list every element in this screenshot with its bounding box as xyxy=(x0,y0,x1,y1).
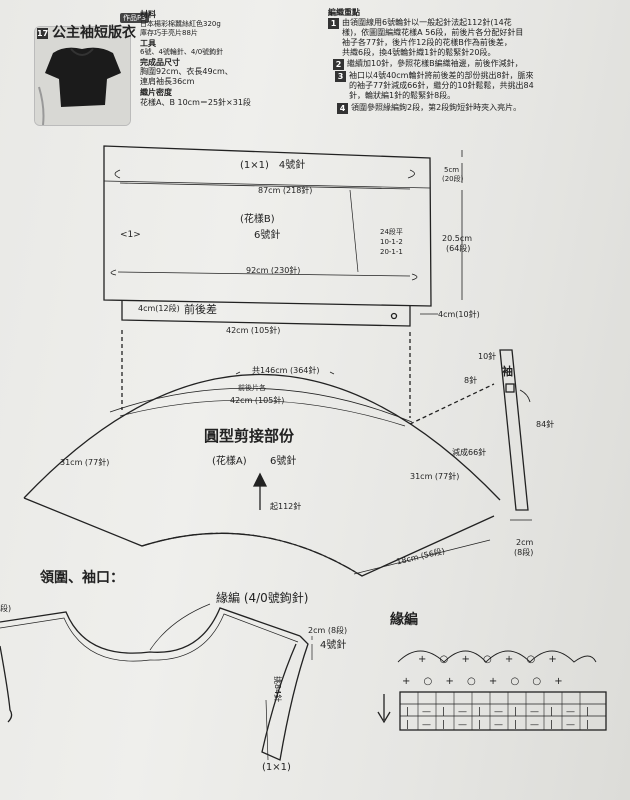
step-1-line: 共織6段，換4號輪針織1針的鬆緊針20段。 xyxy=(342,48,496,57)
svg-text:|: | xyxy=(550,707,553,717)
materials-line1: 日本楊彩棉蠶絲紅色320g xyxy=(140,20,221,28)
step-1-line: 袖子各77針，後片作12段的花樣B作為前後差， xyxy=(342,38,512,47)
yoke-title: 圓型剪接部份 xyxy=(204,427,295,445)
step-3-line: 袖口以4號40cm輪針將前後差的部份挑出8針，脈來 xyxy=(349,71,534,80)
tools-heading: 工具 xyxy=(140,39,156,48)
svg-text:—: — xyxy=(494,707,503,717)
width-bottom-label: 92cm (230針) xyxy=(246,266,301,275)
side-mark: <1> xyxy=(120,230,141,240)
rows-note: 24段平 xyxy=(380,228,403,236)
gauge-heading: 織片密度 xyxy=(140,88,172,97)
size-line2: 連肩袖長36cm xyxy=(140,77,195,86)
svg-text:|: | xyxy=(586,707,589,717)
svg-text:—: — xyxy=(494,720,503,730)
fb-width-label: 42cm (105針) xyxy=(226,326,281,335)
step-1-line: 由領圍線用6號輪針以一般起針法起112針(14花 xyxy=(342,18,512,27)
svg-text:|: | xyxy=(478,720,481,730)
sleeve-mid-label: 8針 xyxy=(464,376,478,385)
step-2-line: 繼續加10針，參照花樣B編織袖邊，前後作減針， xyxy=(347,59,523,68)
step-3-line: 針，輪狀編1針的鬆緊針8段。 xyxy=(349,91,456,100)
sleeve-width-rows: (8段) xyxy=(514,548,534,557)
needle-b-label: 6號針 xyxy=(254,230,281,241)
collar-heading: 領圍、袖口： xyxy=(40,570,124,586)
left-sleeve-label: 31cm (77針) xyxy=(60,458,110,467)
decrease-label: 減成66針 xyxy=(452,448,487,457)
materials-line2: 庫存巧手亮片88片 xyxy=(140,29,198,37)
svg-text:—: — xyxy=(422,707,431,717)
height-rib-label: 5cm xyxy=(444,166,460,174)
right-sleeve-label: 31cm (77針) xyxy=(410,472,460,481)
fb-right-label: 4cm(10針) xyxy=(438,310,480,319)
svg-text:—: — xyxy=(566,707,575,717)
step-1-line: 樣)，依圖圍編織花樣A 56段，前後片各分配好針目 xyxy=(342,28,524,37)
width-top-label: 87cm (218針) xyxy=(258,186,313,195)
edging-chart-title: 緣編 xyxy=(390,612,418,628)
series-badge: 作品PS xyxy=(120,13,149,23)
edging-row1: + ○ + ○ + ○ + xyxy=(418,654,562,665)
fb-left-label: 4cm(12段) xyxy=(138,304,180,313)
needle-a-label: 6號針 xyxy=(270,456,297,467)
tools-line1: 6號、4號輪針、4/0號鉤針 xyxy=(140,48,224,56)
svg-text:|: | xyxy=(550,720,553,730)
step-4-line: 領圍參照緣編鉤2段，第2段鉤短針時夾入亮片。 xyxy=(351,103,522,112)
svg-text:—: — xyxy=(530,707,539,717)
band-needle-label: 4號針 xyxy=(320,640,347,651)
svg-text:|: | xyxy=(478,707,481,717)
edging-row2: + ○ + ○ + ○ ○ + xyxy=(402,676,568,687)
piece-label: 前後片各 xyxy=(238,384,266,392)
pattern-number: 17 xyxy=(37,28,49,39)
sleeve-label: 袖 xyxy=(502,365,513,378)
rows-note: 20-1-1 xyxy=(380,248,403,256)
edging-label: 緣編 (4/0號鉤針) xyxy=(216,591,309,605)
sleeve-width-cm: 2cm xyxy=(516,538,534,547)
start-label: 起112針 xyxy=(270,502,302,511)
svg-text:|: | xyxy=(586,720,589,730)
garment-photo xyxy=(34,26,131,126)
front-back-label: 前後差 xyxy=(184,303,217,316)
svg-text:|: | xyxy=(514,720,517,730)
pattern-a-label: (花樣A) xyxy=(212,456,247,467)
step-1-number: 1 xyxy=(328,18,339,29)
step-3-line: 的袖子77針減成66針，繼分的10針鬆鬆，共挑出84 xyxy=(349,81,534,90)
pattern-b-label: (花樣B) xyxy=(240,214,275,225)
step-3-number: 3 xyxy=(335,71,346,82)
rib-label: (1×1) xyxy=(262,762,291,773)
sleeve-top-label: 10針 xyxy=(478,352,497,361)
garment-photo-image xyxy=(35,27,130,125)
svg-text:|: | xyxy=(406,707,409,717)
pick-up-label: 挑84針 xyxy=(273,676,282,703)
svg-text:—: — xyxy=(566,720,575,730)
materials-heading: 材料 xyxy=(140,10,156,19)
instructions-heading: 編織重點 xyxy=(328,8,360,17)
height-body-label: 20.5cm xyxy=(442,234,473,243)
svg-text:—: — xyxy=(530,720,539,730)
center-width-label: 42cm (105針) xyxy=(230,396,285,405)
pattern-title: 公主袖短版衣 xyxy=(52,25,136,41)
step-4-number: 4 xyxy=(337,103,348,114)
gauge-line1: 花樣A、B 10cm＝25針×31段 xyxy=(140,98,251,107)
svg-text:|: | xyxy=(442,720,445,730)
yoke-total-label: 共146cm (364針) xyxy=(252,366,320,375)
svg-text:|: | xyxy=(442,707,445,717)
step-2-number: 2 xyxy=(333,59,344,70)
left-cut-label: 段) xyxy=(0,604,12,613)
svg-text:—: — xyxy=(458,720,467,730)
svg-text:|: | xyxy=(406,720,409,730)
svg-text:|: | xyxy=(514,707,517,717)
size-line1: 胸圍92cm、衣長49cm、 xyxy=(140,67,233,76)
svg-text:—: — xyxy=(422,720,431,730)
band-cm-label: 2cm (8段) xyxy=(308,626,348,635)
svg-text:—: — xyxy=(458,707,467,717)
size-heading: 完成品尺寸 xyxy=(140,58,180,67)
sleeve-length-label: 84針 xyxy=(536,420,555,429)
ribbing-label: (1×1) 4號針 xyxy=(240,160,306,171)
height-rib-rows: (20段) xyxy=(442,175,464,183)
height-body-rows: (64段) xyxy=(446,244,471,253)
rows-note: 10-1-2 xyxy=(380,238,403,246)
